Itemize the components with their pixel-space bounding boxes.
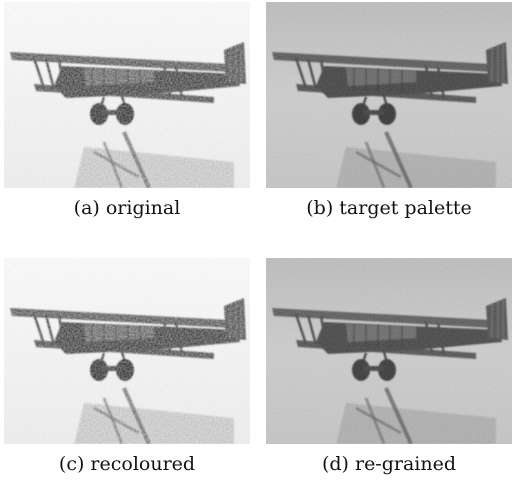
- panel-original-image: [4, 2, 250, 188]
- panel-re-grained-image: [266, 258, 512, 444]
- biplane-photo-target-palette: [266, 2, 512, 188]
- caption-recoloured: (c) recoloured: [58, 453, 196, 475]
- biplane-photo-original: [4, 2, 250, 188]
- panel-recoloured-image: [4, 258, 250, 444]
- panel-target-palette-image: [266, 2, 512, 188]
- caption-re-grained: (d) re-grained: [321, 453, 457, 475]
- biplane-photo-re-grained: [266, 258, 512, 444]
- caption-original: (a) original: [73, 197, 181, 219]
- caption-target-palette: (b) target palette: [306, 197, 472, 219]
- biplane-photo-recoloured: [4, 258, 250, 444]
